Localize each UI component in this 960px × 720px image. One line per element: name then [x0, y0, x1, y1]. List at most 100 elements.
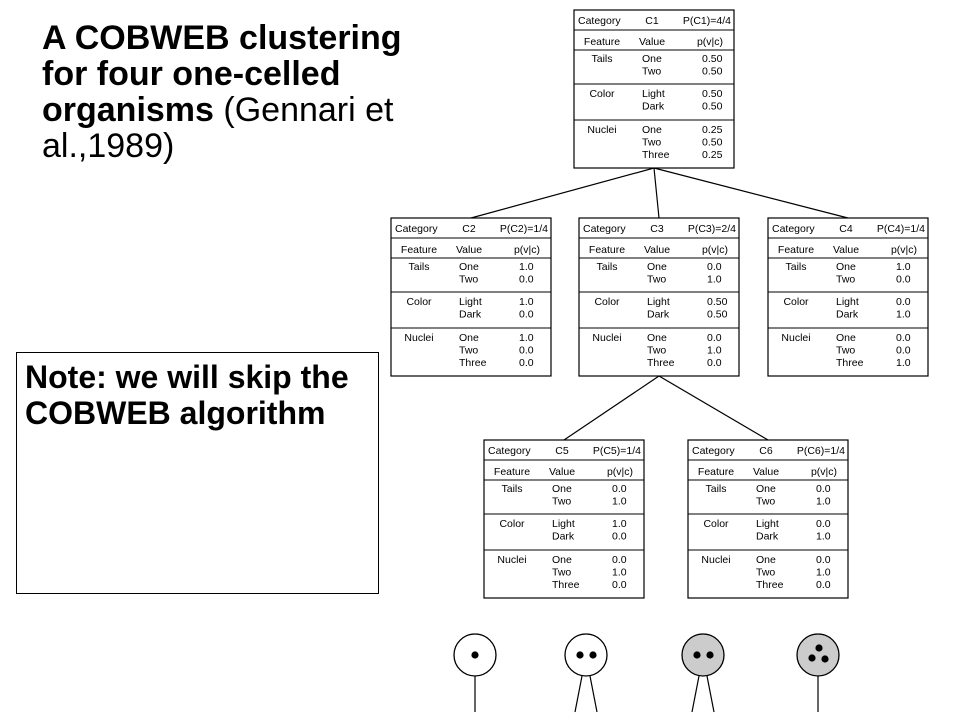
value-one: One	[552, 554, 572, 566]
prob-value: 1.0	[612, 518, 627, 530]
prob-value: 0.50	[702, 101, 723, 113]
header-feature: Feature	[584, 36, 620, 48]
prob-value: 1.0	[612, 567, 627, 579]
node-id: C5	[555, 445, 569, 457]
header-value: Value	[456, 244, 482, 256]
prob-value: 0.50	[702, 137, 723, 149]
prob-value: 1.0	[519, 332, 534, 344]
prob-value: 0.0	[896, 345, 911, 357]
prob-value: 0.50	[707, 296, 728, 308]
prob-value: 0.0	[816, 554, 831, 566]
prob-value: 0.50	[702, 66, 723, 78]
nucleus	[815, 644, 823, 652]
prob-value: 0.0	[519, 274, 534, 286]
header-value: Value	[644, 244, 670, 256]
header-value: Value	[549, 466, 575, 478]
value-two: Two	[647, 345, 666, 357]
node-probability: P(C1)=4/4	[683, 15, 731, 27]
edge-c1-c4	[653, 167, 849, 219]
cell-body	[796, 633, 840, 677]
value-three: Three	[552, 579, 580, 591]
feature-nuclei: Nuclei	[592, 332, 621, 344]
tail	[589, 675, 598, 713]
feature-nuclei: Nuclei	[497, 554, 526, 566]
header-category: Category	[488, 445, 531, 457]
organism-4	[796, 633, 840, 712]
prob-value: 0.0	[707, 357, 722, 369]
prob-value: 0.0	[612, 579, 627, 591]
value-two: Two	[642, 66, 661, 78]
feature-tails: Tails	[705, 483, 726, 495]
feature-tails: Tails	[596, 261, 617, 273]
node-probability: P(C5)=1/4	[593, 445, 641, 457]
value-two: Two	[459, 345, 478, 357]
edge-c1-c3	[653, 167, 660, 219]
value-dark: Dark	[459, 309, 482, 321]
nucleus	[693, 651, 701, 659]
value-one: One	[647, 261, 667, 273]
header-category: Category	[583, 223, 626, 235]
nucleus	[576, 651, 584, 659]
node-box	[687, 439, 849, 599]
tail	[691, 675, 700, 713]
value-light: Light	[642, 88, 665, 100]
prob-value: 0.50	[702, 53, 723, 65]
value-three: Three	[459, 357, 487, 369]
organism-2	[564, 633, 608, 713]
header-value: Value	[753, 466, 779, 478]
prob-value: 1.0	[707, 274, 722, 286]
prob-value: 0.0	[816, 518, 831, 530]
value-two: Two	[642, 137, 661, 149]
tail	[574, 675, 583, 713]
value-light: Light	[552, 518, 575, 530]
value-light: Light	[756, 518, 779, 530]
nucleus	[808, 654, 816, 662]
prob-value: 0.25	[702, 149, 723, 161]
feature-tails: Tails	[408, 261, 429, 273]
feature-tails: Tails	[591, 53, 612, 65]
header-value: Value	[833, 244, 859, 256]
value-two: Two	[552, 567, 571, 579]
prob-value: 1.0	[896, 261, 911, 273]
slide-title: A COBWEB clustering for four one-celled …	[42, 20, 402, 164]
title-bold: A COBWEB clustering for four one-celled …	[42, 19, 402, 129]
value-one: One	[647, 332, 667, 344]
value-one: One	[642, 124, 662, 136]
prob-value: 1.0	[612, 496, 627, 508]
tail	[706, 675, 715, 713]
feature-nuclei: Nuclei	[587, 124, 616, 136]
node-box	[390, 217, 552, 377]
nucleus	[821, 655, 829, 663]
node-probability: P(C3)=2/4	[688, 223, 736, 235]
header-pvc: p(v|c)	[811, 466, 837, 478]
feature-color: Color	[703, 518, 729, 530]
value-one: One	[459, 332, 479, 344]
value-dark: Dark	[642, 101, 665, 113]
header-pvc: p(v|c)	[702, 244, 728, 256]
prob-value: 0.50	[702, 88, 723, 100]
prob-value: 0.0	[896, 332, 911, 344]
title-citation: (Gennari et al.,1989)	[42, 91, 394, 165]
value-one: One	[552, 483, 572, 495]
feature-color: Color	[783, 296, 809, 308]
header-value: Value	[639, 36, 665, 48]
header-category: Category	[772, 223, 815, 235]
value-two: Two	[459, 274, 478, 286]
prob-value: 0.0	[707, 261, 722, 273]
prob-value: 0.50	[707, 309, 728, 321]
node-id: C1	[645, 15, 659, 27]
prob-value: 0.0	[519, 357, 534, 369]
value-two: Two	[647, 274, 666, 286]
value-two: Two	[756, 567, 775, 579]
prob-value: 0.0	[707, 332, 722, 344]
node-id: C4	[839, 223, 853, 235]
feature-color: Color	[406, 296, 432, 308]
feature-color: Color	[594, 296, 620, 308]
value-light: Light	[647, 296, 670, 308]
header-pvc: p(v|c)	[514, 244, 540, 256]
prob-value: 0.0	[519, 345, 534, 357]
node-box	[578, 217, 740, 377]
